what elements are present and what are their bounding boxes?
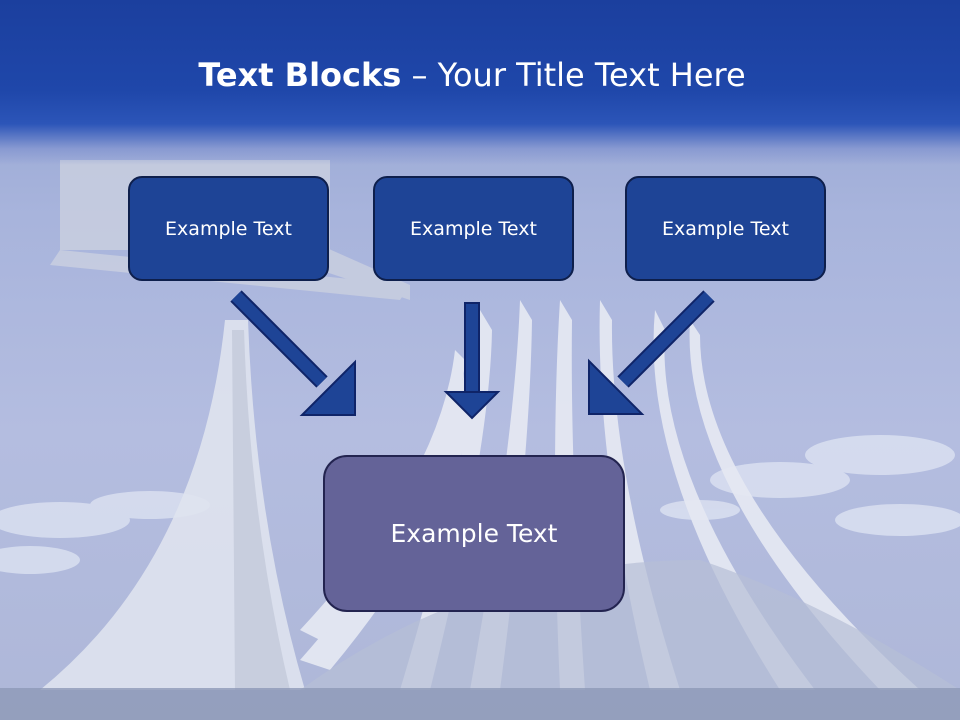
result-block-label: Example Text <box>390 519 558 548</box>
title-banner <box>0 0 960 165</box>
title-regular-part: – Your Title Text Here <box>401 56 746 94</box>
text-block-1[interactable]: Example Text <box>128 176 329 281</box>
text-block-2-label: Example Text <box>410 217 537 240</box>
text-block-3[interactable]: Example Text <box>625 176 826 281</box>
text-block-1-label: Example Text <box>165 217 292 240</box>
result-block[interactable]: Example Text <box>323 455 625 612</box>
text-block-2[interactable]: Example Text <box>373 176 574 281</box>
arrow-down-icon[interactable] <box>443 302 501 420</box>
arrow-down-right-icon[interactable] <box>230 290 356 416</box>
title-bold-part: Text Blocks <box>198 56 402 94</box>
text-block-3-label: Example Text <box>662 217 789 240</box>
slide-title: Text Blocks – Your Title Text Here <box>0 52 944 98</box>
arrow-down-left-icon[interactable] <box>588 290 715 415</box>
